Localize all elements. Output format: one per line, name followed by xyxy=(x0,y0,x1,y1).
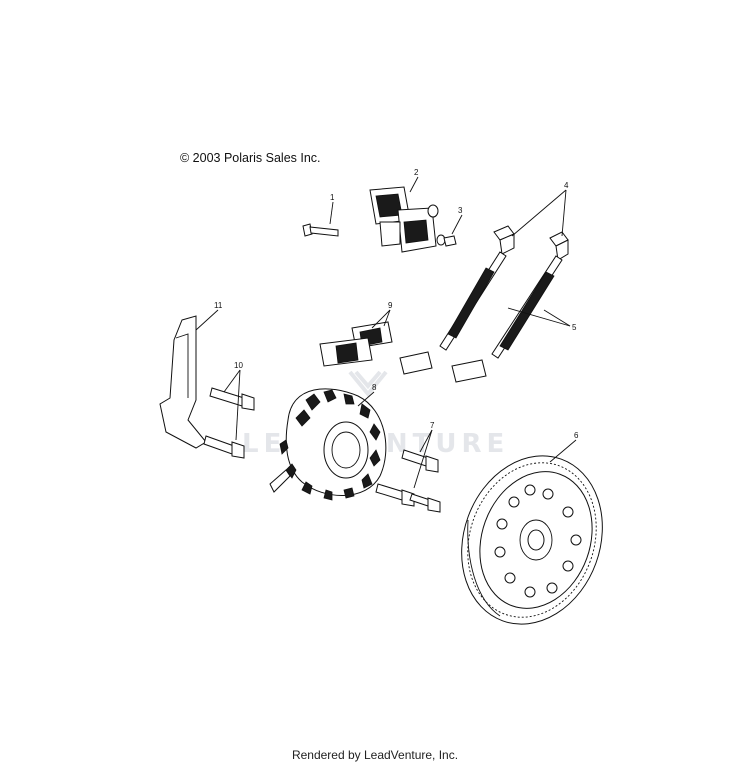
callout-labels: 1 2 3 4 5 6 7 8 9 10 11 xyxy=(214,168,579,440)
callout-5: 5 xyxy=(572,323,577,332)
part-5-spark-plug-wires[interactable] xyxy=(399,251,571,383)
copyright-notice: © 2003 Polaris Sales Inc. xyxy=(180,151,321,165)
callout-2: 2 xyxy=(414,168,419,177)
footer-credit: Rendered by LeadVenture, Inc. xyxy=(291,748,459,762)
part-4-spark-plug-caps[interactable] xyxy=(493,189,569,261)
callout-4: 4 xyxy=(564,181,569,190)
callout-9: 9 xyxy=(388,301,393,310)
callout-6: 6 xyxy=(574,431,579,440)
part-10-bolts[interactable] xyxy=(203,369,255,459)
part-9-spark-plugs[interactable] xyxy=(319,309,393,367)
callout-1: 1 xyxy=(330,193,335,202)
part-8-stator[interactable] xyxy=(269,388,387,501)
part-2-ignition-coil[interactable] xyxy=(369,176,446,253)
part-6-flywheel[interactable] xyxy=(439,436,626,644)
part-3-pin[interactable] xyxy=(443,214,463,247)
callout-3: 3 xyxy=(458,206,463,215)
part-11-bracket[interactable] xyxy=(159,309,219,449)
callout-11: 11 xyxy=(214,301,223,310)
callout-8: 8 xyxy=(372,383,377,392)
part-7-bolts[interactable] xyxy=(375,429,441,513)
callout-10: 10 xyxy=(234,361,243,370)
part-1-bolt[interactable] xyxy=(302,201,339,237)
callout-7: 7 xyxy=(430,421,435,430)
